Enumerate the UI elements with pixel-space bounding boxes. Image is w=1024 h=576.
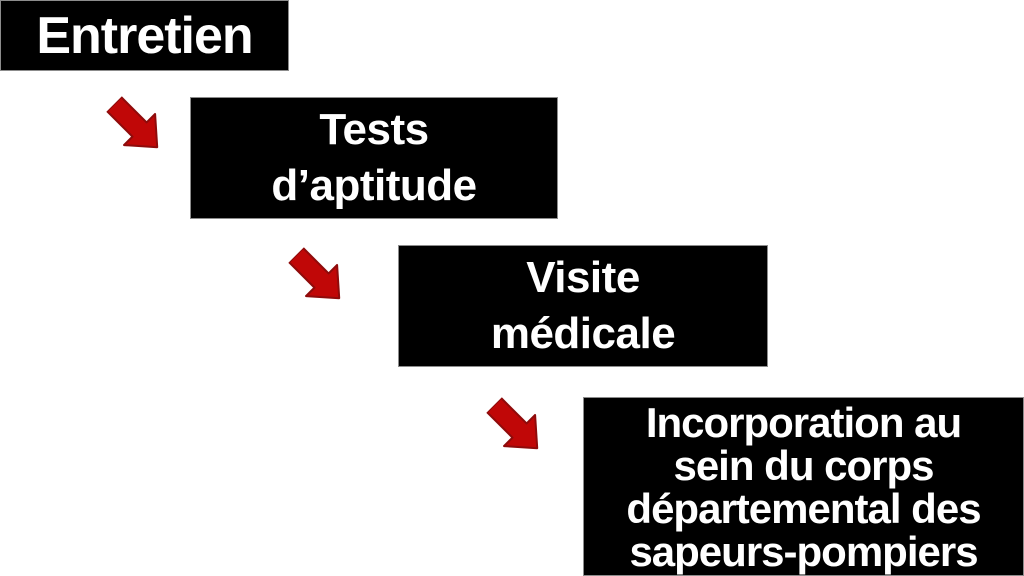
step-label-line: d’aptitude: [271, 161, 477, 210]
step-box-tests-aptitude: Tests d’aptitude: [190, 97, 558, 219]
step-label-line: départemental des: [626, 484, 981, 532]
step-box-visite-medicale: Visite médicale: [398, 245, 768, 367]
down-right-arrow-icon: [106, 96, 159, 149]
down-right-arrow-icon: [288, 247, 341, 300]
step-box-entretien: Entretien: [0, 0, 289, 71]
step-label-line: Entretien: [36, 6, 253, 65]
step-label-line: Tests: [319, 105, 429, 154]
step-label-line: sapeurs-pompiers: [629, 527, 978, 575]
step-label-line: Incorporation au: [645, 398, 962, 446]
down-right-arrow-icon: [486, 397, 539, 450]
step-label-line: médicale: [490, 309, 676, 358]
step-label-line: sein du corps: [673, 441, 934, 489]
step-label-line: Visite: [526, 253, 640, 302]
step-box-incorporation: Incorporation au sein du corps départeme…: [583, 397, 1024, 576]
